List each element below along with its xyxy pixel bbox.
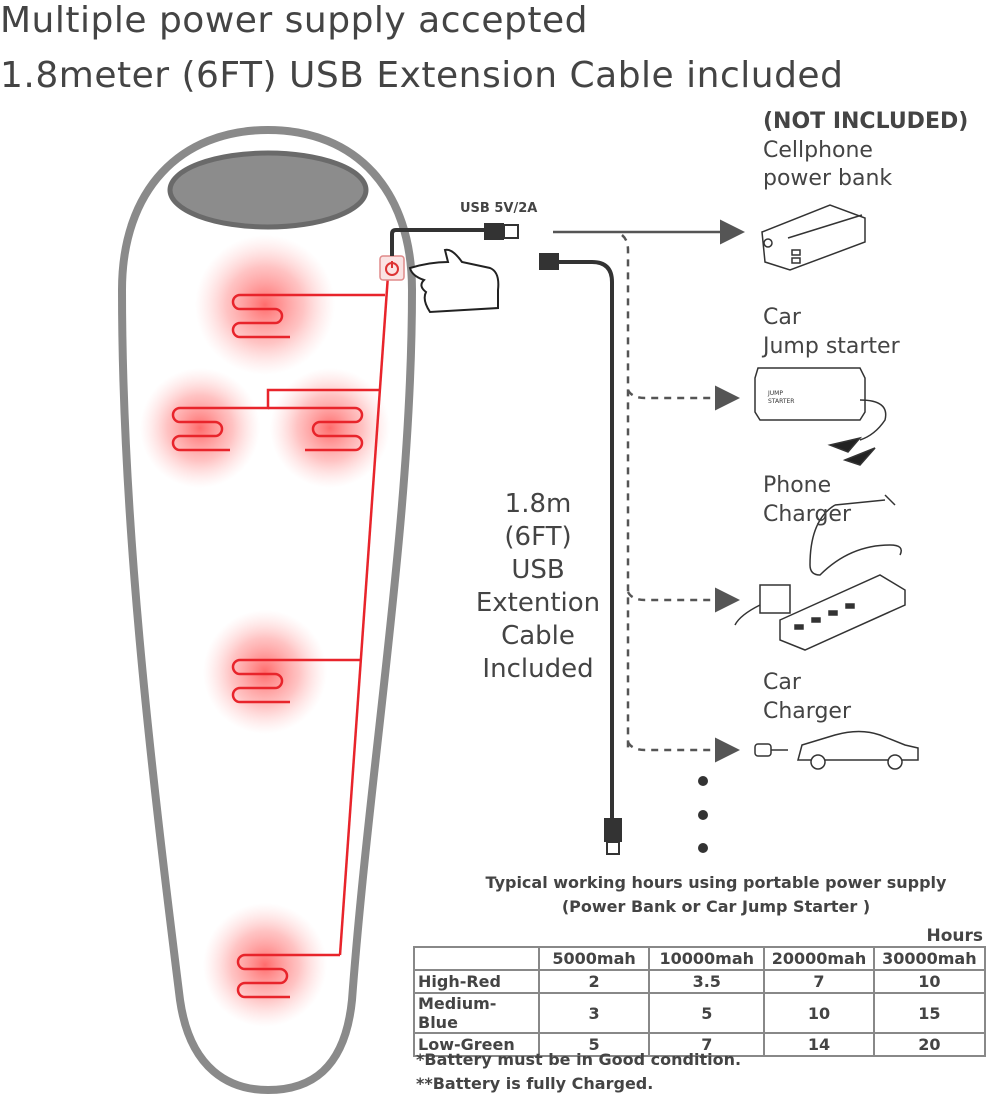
table-header-row: 5000mah 10000mah 20000mah 30000mah bbox=[413, 946, 986, 971]
cable-label-line: USB bbox=[511, 555, 565, 585]
jump-starter-icon bbox=[754, 367, 887, 466]
table-row: Low-Green 5 7 14 20 bbox=[413, 1032, 986, 1057]
cable-label-line: Extention bbox=[475, 588, 601, 618]
cable-label-line: (6FT) bbox=[504, 522, 572, 552]
built-in-usb-cable bbox=[390, 228, 486, 256]
header-cell: 30000mah bbox=[872, 946, 986, 971]
more-devices-dots bbox=[698, 776, 708, 853]
cell: 5 bbox=[648, 992, 766, 1034]
header-cell: 10000mah bbox=[648, 946, 766, 971]
cell: 10 bbox=[763, 992, 875, 1034]
table-caption-1: Typical working hours using portable pow… bbox=[485, 873, 947, 892]
headline-line1: Multiple power supply accepted bbox=[0, 0, 588, 41]
table-row: High-Red 2 3.5 7 10 bbox=[413, 969, 986, 994]
cell: 15 bbox=[872, 992, 986, 1034]
working-hours-table: 5000mah 10000mah 20000mah 30000mah High-… bbox=[413, 946, 986, 1057]
heater-wiring bbox=[230, 274, 390, 957]
table-unit: Hours bbox=[926, 926, 983, 946]
jump-starter-label-1: Car bbox=[763, 305, 801, 330]
heat-glows bbox=[140, 235, 390, 1027]
car-charger-label-2: Charger bbox=[763, 699, 851, 724]
jump-text-2: STARTER bbox=[768, 398, 794, 405]
phone-charger-label-1: Phone bbox=[763, 473, 832, 498]
dotted-branch bbox=[621, 234, 630, 750]
pointing-hand-icon bbox=[408, 248, 500, 314]
car-charger-label-1: Car bbox=[763, 670, 801, 695]
extension-cable bbox=[559, 260, 614, 820]
cell: 10 bbox=[872, 969, 986, 994]
cell: 2 bbox=[537, 969, 651, 994]
cell: 3.5 bbox=[648, 969, 766, 994]
row-label: High-Red bbox=[413, 969, 540, 994]
note-2: **Battery is fully Charged. bbox=[416, 1074, 654, 1093]
row-label: Medium-Blue bbox=[413, 992, 540, 1034]
header-cell bbox=[413, 946, 540, 971]
headline-line2: 1.8meter (6FT) USB Extension Cable inclu… bbox=[0, 55, 844, 96]
header-cell: 20000mah bbox=[763, 946, 875, 971]
usb-plug-icon bbox=[484, 223, 504, 240]
cell: 5 bbox=[537, 1032, 651, 1057]
extension-female-plug-icon bbox=[539, 253, 559, 270]
phone-charger-label-2: Charger bbox=[763, 502, 851, 527]
power-bank-icon bbox=[761, 204, 866, 271]
phone-charger-icon bbox=[734, 494, 906, 651]
power-button-icon bbox=[379, 255, 405, 281]
note-1: *Battery must be in Good condition. bbox=[416, 1050, 742, 1069]
cable-label-line: Cable bbox=[501, 621, 575, 651]
extension-male-plug-icon bbox=[604, 818, 622, 842]
heating-pads bbox=[171, 293, 364, 999]
power-bank-label-2: power bank bbox=[763, 166, 893, 191]
head-opening bbox=[167, 150, 369, 230]
header-cell: 5000mah bbox=[537, 946, 651, 971]
cell: 7 bbox=[648, 1032, 766, 1057]
cable-label: 1.8m (6FT) USB Extention Cable Included bbox=[458, 488, 618, 686]
cell: 7 bbox=[763, 969, 875, 994]
usb-label: USB 5V/2A bbox=[460, 201, 538, 216]
table-row: Medium-Blue 3 5 10 15 bbox=[413, 992, 986, 1034]
cell: 14 bbox=[763, 1032, 875, 1057]
cell: 20 bbox=[872, 1032, 986, 1057]
cable-label-line: 1.8m bbox=[504, 489, 572, 519]
not-included-label: (NOT INCLUDED) bbox=[763, 109, 969, 134]
cable-label-line: Included bbox=[482, 654, 594, 684]
row-label: Low-Green bbox=[413, 1032, 540, 1057]
jump-starter-label-2: Jump starter bbox=[763, 334, 900, 359]
power-bank-label-1: Cellphone bbox=[763, 138, 873, 163]
table-caption-2: (Power Bank or Car Jump Starter ) bbox=[561, 897, 871, 916]
car-charger-icon bbox=[754, 730, 919, 770]
jump-text-1: JUMP bbox=[767, 390, 783, 397]
cell: 3 bbox=[537, 992, 651, 1034]
